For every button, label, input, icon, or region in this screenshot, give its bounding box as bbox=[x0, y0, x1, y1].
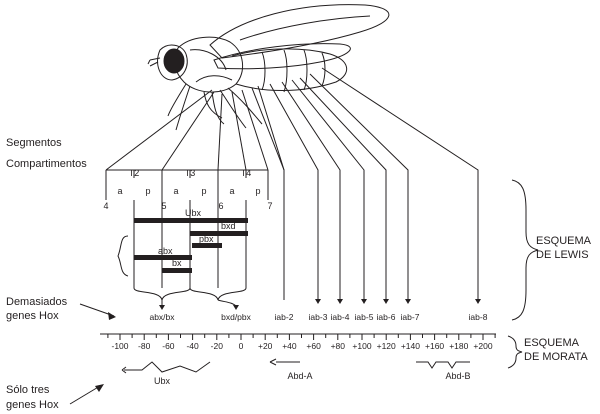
scale-tick-label: +100 bbox=[352, 341, 371, 351]
segnum-7: 7 bbox=[267, 201, 272, 211]
scale-tick-label: +160 bbox=[425, 341, 444, 351]
bar-label-abx: abx bbox=[158, 246, 173, 256]
scale-tick-label: +180 bbox=[449, 341, 468, 351]
segment-t2: T2 bbox=[129, 168, 140, 178]
scale-tick-label: -20 bbox=[211, 341, 224, 351]
scale-tick-label: +120 bbox=[377, 341, 396, 351]
bar-bxd bbox=[190, 231, 248, 236]
fly-illustration bbox=[147, 4, 390, 131]
label-compartimentos: Compartimentos bbox=[6, 158, 87, 170]
scale-tick-label: +60 bbox=[306, 341, 321, 351]
label-morata-2: DE MORATA bbox=[524, 351, 588, 363]
bar-ubx bbox=[134, 218, 248, 223]
gene-bars bbox=[134, 218, 248, 273]
scale-tick-label: -40 bbox=[186, 341, 199, 351]
label-iab-5: iab-5 bbox=[355, 312, 374, 322]
segnum-5: 5 bbox=[161, 201, 166, 211]
scale-tick-label: +140 bbox=[401, 341, 420, 351]
label-abx-bx: abx/bx bbox=[149, 312, 175, 322]
comp-a-3: a bbox=[229, 186, 234, 196]
bar-label-pbx: pbx bbox=[199, 234, 214, 244]
scale-tick-label: 0 bbox=[239, 341, 244, 351]
scale-tick-label: -80 bbox=[138, 341, 151, 351]
label-demasiados-1: Demasiados bbox=[6, 296, 68, 308]
scale-tick-label: +80 bbox=[331, 341, 346, 351]
label-demasiados-2: genes Hox bbox=[6, 310, 59, 322]
morata-label-abd-a: Abd-A bbox=[287, 371, 312, 381]
comp-p-2: p bbox=[201, 186, 206, 196]
label-iab-3: iab-3 bbox=[309, 312, 328, 322]
scale-tick-label: -60 bbox=[162, 341, 175, 351]
scale-tick-label: +200 bbox=[473, 341, 492, 351]
bar-pbx bbox=[192, 243, 222, 248]
label-morata-1: ESQUEMA bbox=[524, 337, 580, 349]
bars-bracket bbox=[117, 235, 129, 277]
segnum-6: 6 bbox=[218, 201, 223, 211]
comp-a-1: a bbox=[117, 186, 122, 196]
label-iab-6: iab-6 bbox=[377, 312, 396, 322]
comp-p-3: p bbox=[255, 186, 260, 196]
label-lewis-2: DE LEWIS bbox=[536, 249, 589, 261]
brace-abx-bx bbox=[133, 287, 191, 301]
bar-abx bbox=[134, 255, 192, 260]
segment-t4: T4 bbox=[241, 168, 252, 178]
segment-t3: T3 bbox=[185, 168, 196, 178]
morata-label-ubx: Ubx bbox=[154, 376, 171, 386]
lewis-bracket bbox=[511, 179, 539, 321]
scale-tick-label: +40 bbox=[282, 341, 297, 351]
scale-tick-label: -100 bbox=[111, 341, 128, 351]
label-solo-1: Sólo tres bbox=[6, 384, 50, 396]
bar-label-bx: bx bbox=[172, 258, 182, 268]
annotation-arrows bbox=[69, 303, 116, 405]
bar-label-bxd: bxd bbox=[221, 221, 236, 231]
segnum-4: 4 bbox=[103, 201, 108, 211]
label-iab-8: iab-8 bbox=[469, 312, 488, 322]
bar-label-ubx: Ubx bbox=[185, 208, 202, 218]
morata-label-abd-b: Abd-B bbox=[445, 371, 470, 381]
label-iab-2: iab-2 bbox=[275, 312, 294, 322]
label-iab-7: iab-7 bbox=[401, 312, 420, 322]
comp-a-2: a bbox=[173, 186, 178, 196]
brace-bxd-pbx bbox=[189, 287, 247, 301]
label-lewis-1: ESQUEMA bbox=[536, 235, 592, 247]
label-iab-4: iab-4 bbox=[331, 312, 350, 322]
morata-bracket bbox=[507, 335, 523, 369]
comp-p-1: p bbox=[145, 186, 150, 196]
morata-domains bbox=[121, 358, 470, 374]
label-solo-2: genes Hox bbox=[6, 399, 59, 411]
bar-bx bbox=[162, 268, 192, 273]
label-bxd-pbx: bxd/pbx bbox=[221, 312, 252, 322]
label-segmentos: Segmentos bbox=[6, 137, 62, 149]
scale-tick-label: +20 bbox=[258, 341, 273, 351]
segment-lines bbox=[105, 67, 479, 300]
morata-scale bbox=[100, 333, 496, 340]
iab-arrowheads bbox=[315, 299, 481, 304]
